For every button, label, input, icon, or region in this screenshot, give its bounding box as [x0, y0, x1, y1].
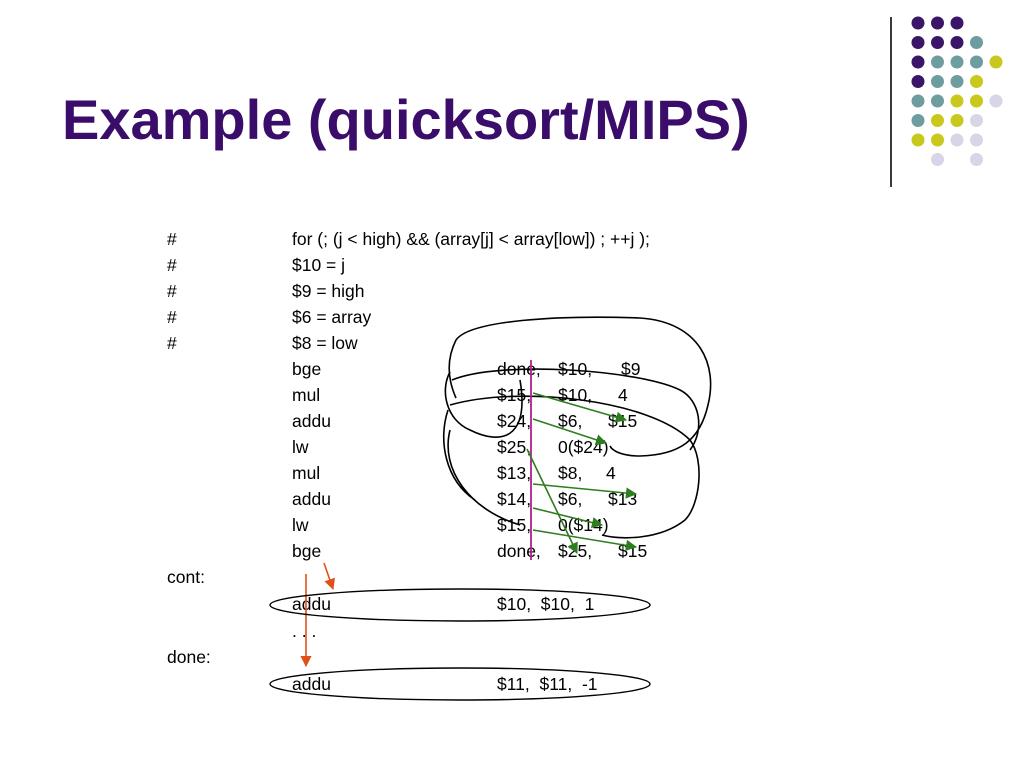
instruction-op: addu — [292, 489, 331, 509]
instruction-op: mul — [292, 385, 321, 405]
instruction-arg: $13, — [497, 463, 532, 483]
comment-text: $6 = array — [292, 307, 372, 327]
instruction-arg: $25, — [558, 541, 593, 561]
instruction-op: lw — [292, 437, 309, 457]
divider-rule — [890, 17, 892, 187]
instruction-arg: $15 — [608, 411, 638, 431]
comment-mark: # — [167, 229, 177, 249]
instruction-arg: done, — [497, 541, 541, 561]
instruction-arg: $15 — [618, 541, 648, 561]
comment-text: $10 = j — [292, 255, 346, 275]
instruction-arg: done, — [497, 359, 541, 379]
instruction-arg: $15, — [497, 515, 532, 535]
instruction-arg: 0($24) — [558, 437, 609, 457]
instruction-arg: 0($14) — [558, 515, 609, 535]
instruction-arg: $6, — [558, 411, 583, 431]
instruction-arg: $9 — [621, 359, 641, 379]
comment-text: $8 = low — [292, 333, 358, 353]
comment-mark: # — [167, 307, 177, 327]
comment-mark: # — [167, 281, 177, 301]
instruction-arg: 4 — [606, 463, 616, 483]
instruction-arg: $8, — [558, 463, 583, 483]
instruction-args: $11, $11, -1 — [497, 674, 598, 694]
instruction-arg: $14, — [497, 489, 532, 509]
instruction-arg: $6, — [558, 489, 583, 509]
slide-title: Example (quicksort/MIPS) — [62, 88, 750, 151]
label-done: done: — [167, 647, 211, 667]
instruction-arg: $24, — [497, 411, 532, 431]
instruction-op: addu — [292, 674, 331, 694]
instruction-arg: 4 — [618, 385, 628, 405]
instruction-args: $10, $10, 1 — [497, 594, 595, 614]
instruction-op: addu — [292, 411, 331, 431]
comment-text: for (; (j < high) && (array[j] < array[l… — [292, 229, 650, 249]
ellipsis: . . . — [292, 621, 317, 641]
instruction-op: bge — [292, 541, 322, 561]
instruction-arg: $25, — [497, 437, 532, 457]
instruction-arg: $10, — [558, 385, 593, 405]
instruction-arg: $15, — [497, 385, 532, 405]
comment-mark: # — [167, 333, 177, 353]
instruction-arg: $13 — [608, 489, 638, 509]
instruction-op: lw — [292, 515, 309, 535]
instruction-op: bge — [292, 359, 322, 379]
instruction-arg: $10, — [558, 359, 593, 379]
comment-mark: # — [167, 255, 177, 275]
comment-text: $9 = high — [292, 281, 365, 301]
label-cont: cont: — [167, 567, 205, 587]
instruction-op: addu — [292, 594, 331, 614]
instruction-op: mul — [292, 463, 321, 483]
